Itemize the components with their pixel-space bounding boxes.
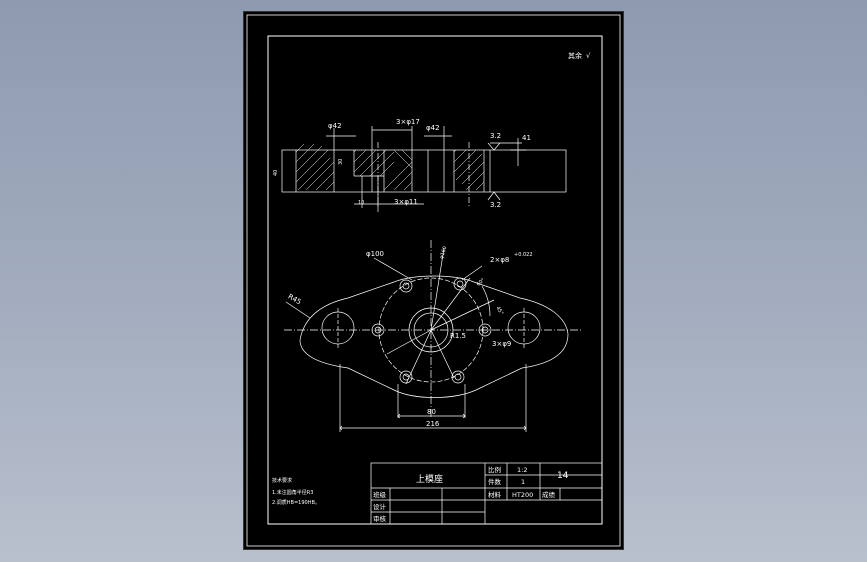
dim-ra32-top: 3.2 — [490, 132, 501, 140]
part-name: 上模座 — [416, 473, 443, 485]
inner-frame — [267, 35, 603, 525]
roughness-note: 其余 — [568, 51, 582, 60]
qty-label: 件数 — [488, 477, 502, 486]
drawn-label: 班级 — [373, 490, 387, 499]
sheet-label: 成绩 — [542, 490, 556, 499]
designer-label: 设计 — [373, 502, 387, 511]
section-plate-outline — [281, 149, 567, 193]
cad-drawing: 其余 √ — [246, 14, 621, 547]
plan-view — [284, 240, 582, 432]
material-value: HT200 — [512, 491, 533, 499]
dim-3x17: 3×φ17 — [396, 118, 420, 126]
dim-phi42-left: φ42 — [328, 122, 342, 130]
dim-2x8-tolerance: +0.022 — [514, 252, 533, 258]
dim-phi42-mid: φ42 — [426, 124, 440, 132]
roughness-symbol-icon: √ — [586, 52, 591, 60]
drawing-sheet: 其余 √ — [244, 12, 623, 549]
dim-3x9: 3×φ9 — [492, 340, 511, 348]
checker-label: 审核 — [373, 514, 387, 523]
plate-outline — [299, 275, 569, 398]
dim-80: 80 — [427, 408, 436, 416]
dim-41: 41 — [522, 134, 531, 142]
dim-height-left: 40 — [273, 170, 279, 176]
dim-60-deg: 60° — [476, 277, 487, 288]
dim-phi100: φ100 — [366, 250, 384, 258]
scale-label: 比例 — [488, 465, 501, 474]
tech-note-1: 1.未注圆角半径R3 — [272, 489, 313, 496]
scale-value: 1:2 — [517, 466, 527, 474]
material-label: 材料 — [488, 490, 502, 499]
dim-2x8: 2×φ8 — [490, 256, 509, 264]
dim-216: 216 — [426, 420, 440, 428]
dim-height-mid: 30 — [338, 159, 344, 165]
dim-small-left: 10 — [358, 200, 364, 206]
dim-ra32-bottom: 3.2 — [490, 201, 501, 209]
section-view — [281, 126, 567, 212]
tech-note-2: 2.调质HB=190HB。 — [272, 499, 320, 506]
dim-3x11: 3×φ11 — [394, 198, 418, 206]
tech-notes-title: 技术要求 — [272, 477, 292, 484]
section-hatching — [295, 143, 485, 191]
outer-border — [246, 14, 621, 547]
dim-phi160: φ160 — [439, 246, 449, 260]
qty-value: 1 — [521, 478, 525, 486]
dim-r15: R1.5 — [450, 332, 466, 340]
dim-45-deg: 45° — [495, 306, 505, 317]
drawing-number: 14 — [557, 471, 569, 481]
title-block — [370, 462, 603, 525]
